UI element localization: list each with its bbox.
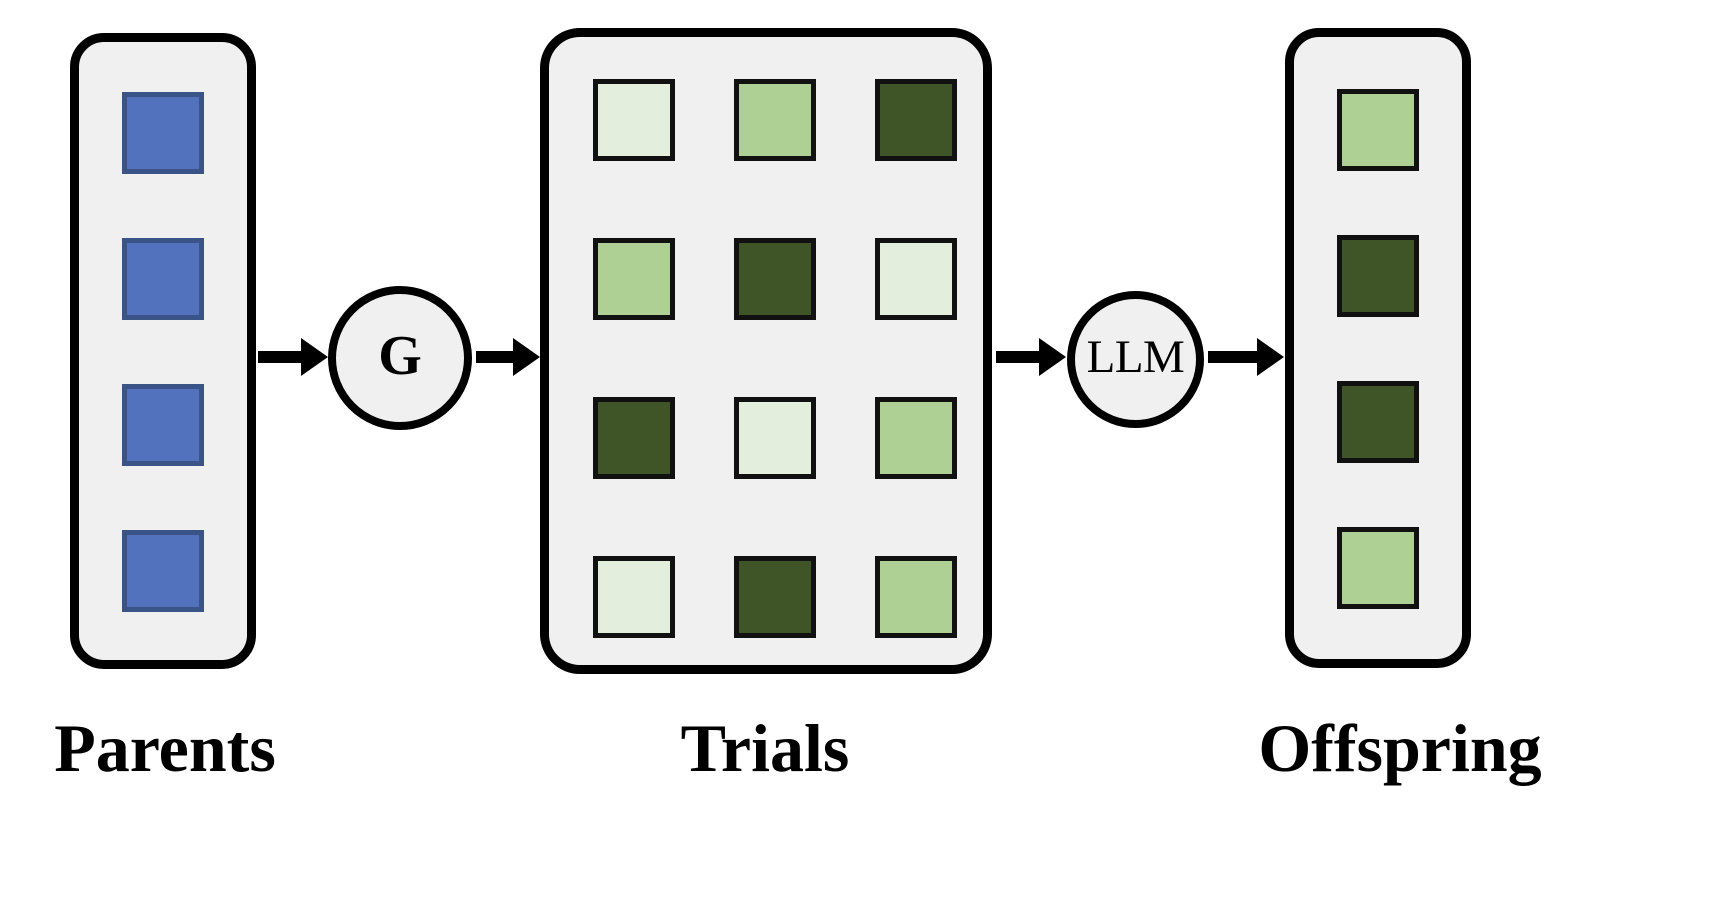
trials-cell-r3c2 <box>734 397 816 479</box>
arrow-generator-to-trials-icon <box>476 351 514 363</box>
offspring-cell-4 <box>1337 527 1419 609</box>
offspring-cell-3 <box>1337 381 1419 463</box>
trials-cell-r1c2 <box>734 79 816 161</box>
trials-cell-r4c1 <box>593 556 675 638</box>
trials-cell-r3c3 <box>875 397 957 479</box>
trials-caption: Trials <box>680 710 850 786</box>
trials-cell-r4c2 <box>734 556 816 638</box>
parents-cell-2 <box>122 238 204 320</box>
trials-grid <box>593 79 957 639</box>
trials-cell-r4c3 <box>875 556 957 638</box>
llm-node[interactable]: LLM <box>1067 291 1204 428</box>
trials-panel <box>540 28 992 674</box>
parents-cell-3 <box>122 384 204 466</box>
parents-panel <box>70 33 256 669</box>
offspring-caption: Offspring <box>1258 710 1542 786</box>
trials-cell-r1c1 <box>593 79 675 161</box>
parents-cell-4 <box>122 530 204 612</box>
offspring-cell-1 <box>1337 89 1419 171</box>
generator-node-label: G <box>378 325 422 387</box>
trials-cell-r2c1 <box>593 238 675 320</box>
generator-node[interactable]: G <box>328 286 472 430</box>
offspring-panel <box>1285 28 1471 668</box>
trials-cell-r1c3 <box>875 79 957 161</box>
trials-cell-r2c2 <box>734 238 816 320</box>
parents-cell-1 <box>122 92 204 174</box>
arrow-parents-to-generator-icon <box>258 351 302 363</box>
parents-caption: Parents <box>54 710 276 786</box>
llm-node-label: LLM <box>1086 331 1185 383</box>
offspring-cell-2 <box>1337 235 1419 317</box>
arrow-trials-to-llm-icon <box>996 351 1040 363</box>
trials-cell-r3c1 <box>593 397 675 479</box>
arrow-llm-to-offspring-icon <box>1208 351 1258 363</box>
trials-cell-r2c3 <box>875 238 957 320</box>
